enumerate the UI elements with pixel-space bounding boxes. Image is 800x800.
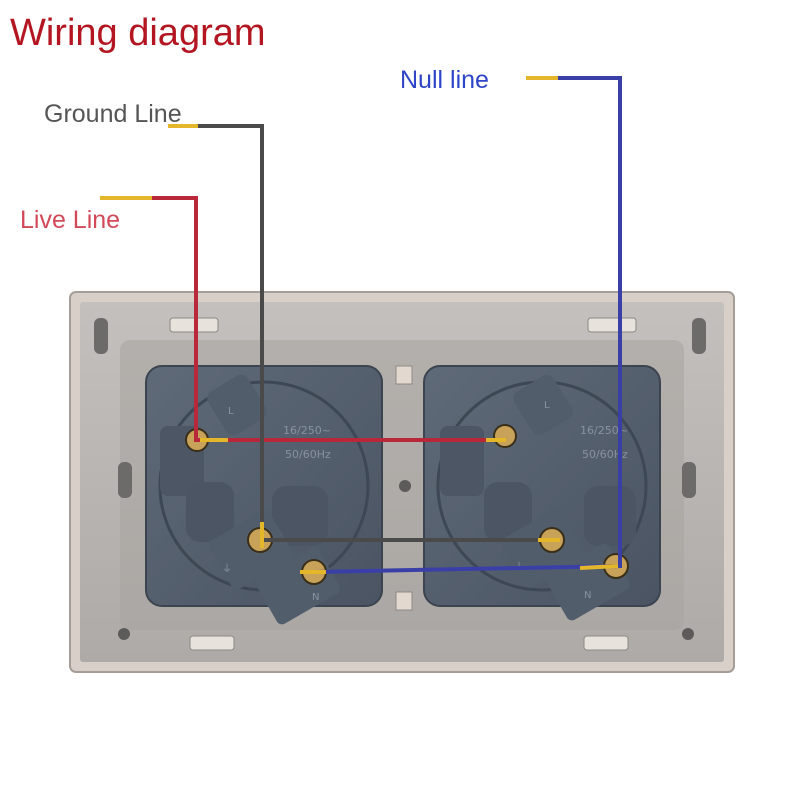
socket-left-terminal-ground: ⏚ [222, 563, 232, 575]
socket-right-rating-1: 16/250~ [580, 424, 628, 437]
socket-right-rating-2: 50/60Hz [582, 448, 628, 461]
socket-left [145, 365, 383, 625]
socket-right-terminal-n: N [584, 590, 591, 601]
live-wire [152, 196, 500, 442]
ground-line-label: Ground Line [44, 100, 182, 128]
wires [152, 76, 622, 574]
socket-right [423, 365, 661, 621]
wire-tips [100, 76, 619, 574]
diagram-title: Wiring diagram [10, 12, 266, 54]
live-line-label: Live Line [20, 206, 121, 234]
null-line-label: Null line [400, 66, 489, 94]
socket-left-rating-1: 16/250~ [283, 424, 331, 437]
socket-left-rating-2: 50/60Hz [285, 448, 331, 461]
socket-left-terminal-l: L [228, 406, 234, 417]
null-wire [313, 76, 622, 574]
socket-left-terminal-n: N [312, 592, 319, 603]
ground-wire [198, 124, 548, 542]
socket-right-terminal-l: L [544, 400, 550, 411]
